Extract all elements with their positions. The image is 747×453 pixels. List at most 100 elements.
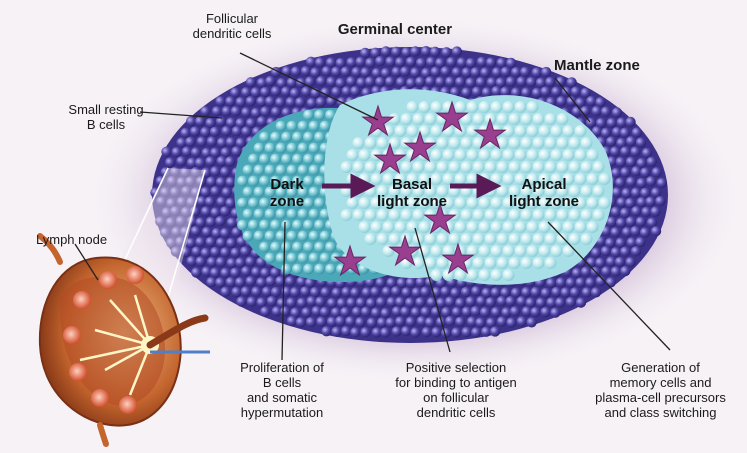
b-cell (220, 228, 230, 238)
b-cell (356, 297, 366, 307)
b-cell (636, 217, 646, 227)
b-cell (182, 146, 192, 156)
b-cell (555, 297, 565, 307)
b-cell (461, 327, 471, 337)
light-zone-cell (395, 221, 407, 233)
b-cell (591, 247, 601, 257)
b-cell (416, 277, 426, 287)
light-zone-cell (425, 113, 437, 125)
b-cell (206, 217, 216, 227)
b-cell (355, 57, 365, 67)
b-cell (350, 287, 360, 297)
light-zone-cell (461, 137, 473, 149)
label-positive-selection: Positive selection for binding to antige… (376, 360, 536, 420)
b-cell (496, 58, 506, 68)
b-cell (486, 57, 496, 67)
b-cell (455, 77, 465, 87)
b-cell (595, 258, 605, 268)
b-cell (476, 77, 486, 87)
light-zone-cell (449, 233, 461, 245)
b-cell (287, 316, 297, 326)
label-proliferation: Proliferation of B cells and somatic hyp… (212, 360, 352, 420)
light-zone-cell (437, 257, 449, 269)
b-cell (396, 77, 406, 87)
b-cell (631, 166, 641, 176)
light-zone-cell (509, 113, 521, 125)
b-cell (532, 67, 542, 77)
light-zone-cell (473, 113, 485, 125)
b-cell (411, 287, 421, 297)
b-cell (240, 246, 250, 256)
light-zone-cell (437, 137, 449, 149)
light-zone-cell (563, 245, 575, 257)
b-cell (536, 297, 546, 307)
light-zone-cell (479, 149, 491, 161)
diagram-title: Germinal center (320, 22, 470, 37)
light-zone-cell (407, 125, 419, 137)
b-cell (430, 47, 440, 57)
light-zone-cell (467, 101, 479, 113)
light-zone-cell (467, 197, 479, 209)
b-cell (386, 317, 396, 327)
b-cell (566, 77, 576, 87)
b-cell (646, 157, 656, 167)
b-cell (452, 307, 462, 317)
b-cell (395, 316, 405, 326)
b-cell (230, 248, 240, 258)
dark-zone-cell (309, 209, 320, 220)
b-cell (606, 277, 616, 287)
b-cell (491, 307, 501, 317)
light-zone-cell (557, 137, 569, 149)
dark-zone-cell (309, 143, 320, 154)
light-zone-cell (365, 233, 377, 245)
b-cell (286, 297, 296, 307)
b-cell (316, 317, 326, 327)
b-cell (210, 127, 220, 137)
b-cell (401, 326, 411, 336)
b-cell (655, 196, 665, 206)
light-zone-cell (557, 209, 569, 221)
b-cell (452, 67, 462, 77)
light-zone-cell (431, 149, 443, 161)
dark-zone-cell (243, 165, 254, 176)
b-cell (610, 227, 620, 237)
dark-zone-cell (298, 231, 309, 242)
light-zone-cell (431, 269, 443, 281)
label-mantle-zone: Mantle zone (554, 58, 640, 73)
b-cell (285, 276, 295, 286)
b-cell (251, 286, 261, 296)
light-zone-cell (497, 161, 509, 173)
b-cell (585, 277, 595, 287)
b-cell (346, 57, 356, 67)
b-cell (401, 287, 411, 297)
light-zone-cell (569, 209, 581, 221)
b-cell (626, 177, 636, 187)
b-cell (441, 307, 451, 317)
b-cell (441, 47, 451, 57)
b-cell (556, 277, 566, 287)
b-cell (491, 86, 501, 96)
label-generation: Generation of memory cells and plasma-ce… (578, 360, 743, 420)
b-cell (425, 76, 435, 86)
dark-zone-cell (309, 253, 320, 264)
light-zone-cell (509, 161, 521, 173)
b-cell (301, 66, 311, 76)
b-cell (220, 287, 230, 297)
b-cell (256, 297, 266, 307)
light-zone-cell (509, 233, 521, 245)
light-zone-cell (545, 161, 557, 173)
b-cell (641, 207, 651, 217)
b-cell (186, 256, 196, 266)
b-cell (260, 306, 270, 316)
label-dark-zone: Dark zone (252, 176, 322, 210)
b-cell (306, 57, 316, 67)
b-cell (227, 217, 237, 227)
b-cell (400, 66, 410, 76)
b-cell (640, 167, 650, 177)
b-cell (341, 287, 351, 297)
b-cell (620, 146, 630, 156)
b-cell (185, 137, 195, 147)
follicle (119, 396, 137, 414)
b-cell (636, 178, 646, 188)
b-cell (640, 227, 650, 237)
